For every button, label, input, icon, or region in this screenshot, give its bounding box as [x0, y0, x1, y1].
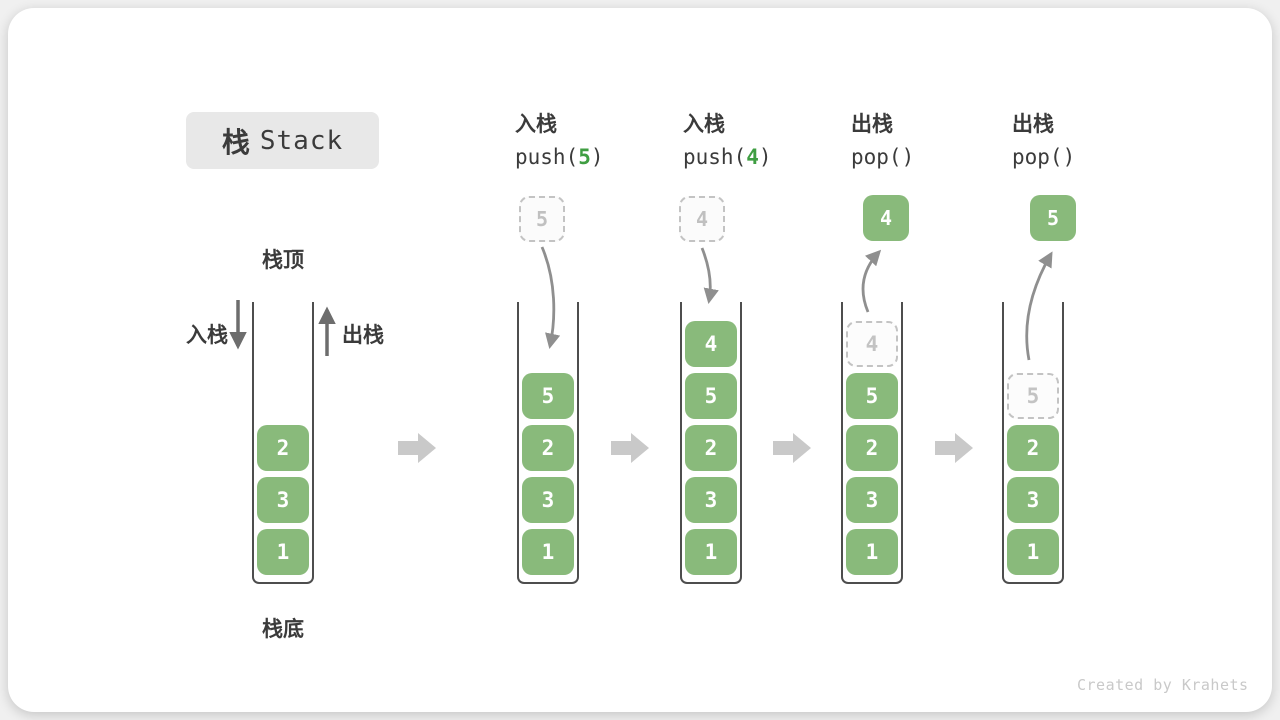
stack-block: 2 [257, 425, 309, 471]
op-label: 入栈 [515, 113, 557, 136]
stack-block: 4 [685, 321, 737, 367]
stack-block: 3 [522, 477, 574, 523]
floating-ghost-box-4: 4 [679, 196, 725, 242]
stack-block: 2 [685, 425, 737, 471]
stack-block: 1 [1007, 529, 1059, 575]
stack-block: 2 [522, 425, 574, 471]
op-header-pop4: 出栈 pop() [851, 108, 914, 169]
stack-top-label: 栈顶 [262, 249, 304, 272]
op-code: pop() [851, 145, 915, 169]
stack-block: 5 [685, 373, 737, 419]
stack-block: 1 [846, 529, 898, 575]
stack-block: 2 [846, 425, 898, 471]
stack-bottom-label: 栈底 [262, 618, 304, 641]
stack-block: 5 [522, 373, 574, 419]
op-label: 出栈 [851, 113, 893, 136]
title-en: Stack [259, 125, 344, 156]
push-arrow-label: 入栈 [186, 324, 228, 347]
stack-block: 3 [685, 477, 737, 523]
stack-block: 5 [846, 373, 898, 419]
op-code: push(4) [683, 145, 772, 169]
stack-after-pop4: 4 5 2 3 1 [841, 302, 903, 584]
stack-after-push4: 4 5 2 3 1 [680, 302, 742, 584]
op-header-pop5: 出栈 pop() [1012, 108, 1075, 169]
op-code: push(5) [515, 145, 604, 169]
watermark: Created by Krahets [1077, 676, 1249, 694]
stack-after-pop5: 5 2 3 1 [1002, 302, 1064, 584]
op-label: 入栈 [683, 113, 725, 136]
op-code-value: 4 [746, 145, 759, 169]
stack-after-push5: 5 2 3 1 [517, 302, 579, 584]
floating-popped-box-4: 4 [863, 195, 909, 241]
op-code: pop() [1012, 145, 1076, 169]
floating-ghost-box-5: 5 [519, 196, 565, 242]
op-header-push5: 入栈 push(5) [515, 108, 604, 169]
floating-popped-box-5: 5 [1030, 195, 1076, 241]
stack-block: 1 [522, 529, 574, 575]
title-zh: 栈 [221, 126, 250, 158]
stack-initial: 2 3 1 [252, 302, 314, 584]
pop-arrow-label: 出栈 [342, 324, 384, 347]
stack-block: 3 [257, 477, 309, 523]
stack-block: 1 [685, 529, 737, 575]
stack-ghost-block: 4 [846, 321, 898, 367]
stack-block: 1 [257, 529, 309, 575]
op-code-value: 5 [578, 145, 591, 169]
stack-block: 3 [1007, 477, 1059, 523]
title-badge: 栈 Stack [186, 112, 379, 169]
stack-block: 2 [1007, 425, 1059, 471]
op-label: 出栈 [1012, 113, 1054, 136]
stack-ghost-block: 5 [1007, 373, 1059, 419]
stack-block: 3 [846, 477, 898, 523]
op-header-push4: 入栈 push(4) [683, 108, 772, 169]
